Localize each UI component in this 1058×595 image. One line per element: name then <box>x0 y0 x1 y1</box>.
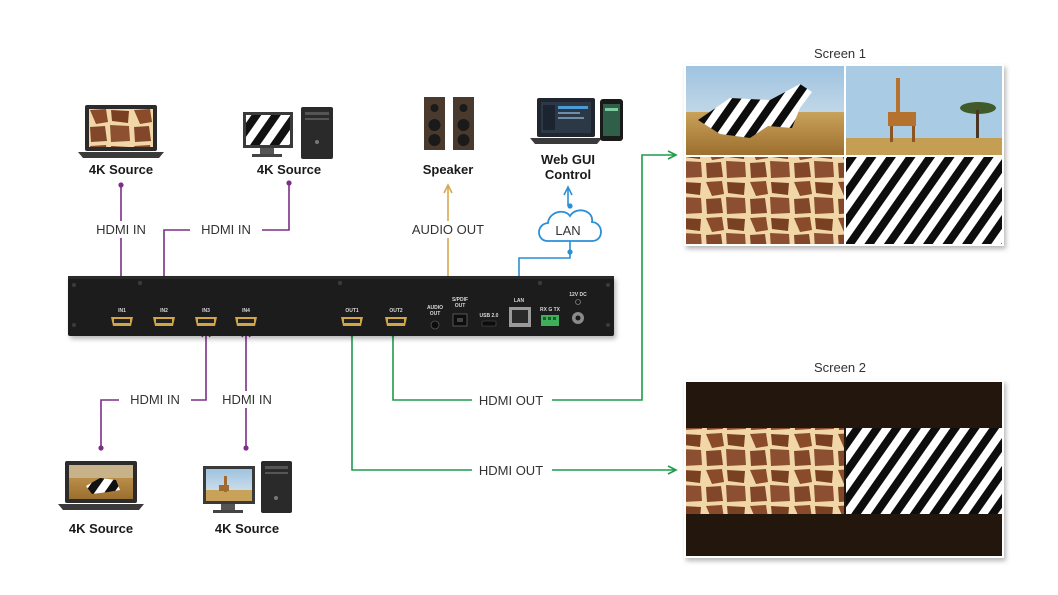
usb-port: USB 2.0 <box>480 313 499 327</box>
laptop-icon <box>78 105 164 158</box>
svg-text:OUT: OUT <box>455 303 466 309</box>
svg-text:HDMI IN: HDMI IN <box>130 392 180 407</box>
svg-text:IN2: IN2 <box>160 308 168 314</box>
matrix-device <box>68 276 614 336</box>
web-gui-devices-icon <box>530 98 623 144</box>
screen-2-giraffe-pattern <box>686 428 844 514</box>
screen-1-giraffe-pattern <box>686 157 844 244</box>
svg-text:AUDIO OUT: AUDIO OUT <box>412 222 484 237</box>
screen-1 <box>684 64 1004 246</box>
screen-title-2: Screen 2 <box>814 360 866 375</box>
hdmi-in-port-4: IN4 <box>235 308 257 326</box>
svg-text:OUT1: OUT1 <box>345 308 359 314</box>
svg-text:HDMI IN: HDMI IN <box>96 222 146 237</box>
svg-text:RX G TX: RX G TX <box>540 307 561 313</box>
svg-text:HDMI OUT: HDMI OUT <box>479 393 543 408</box>
hdmi-in-line-3 <box>98 327 211 451</box>
hdmi-out-label-2: HDMI OUT <box>472 462 552 479</box>
hdmi-in-port-2: IN2 <box>153 308 175 326</box>
web-gui-label-line1: Web GUI <box>541 152 595 167</box>
svg-text:OUT: OUT <box>430 311 441 317</box>
svg-text:OUT2: OUT2 <box>389 308 403 314</box>
screen-2-zebra-pattern <box>846 428 1002 514</box>
lan-port: LAN <box>509 298 531 327</box>
laptop-icon-zebra <box>58 461 144 510</box>
rs232-terminal: RX G TX <box>540 307 561 326</box>
screen-title-1: Screen 1 <box>814 46 866 61</box>
svg-text:12V DC: 12V DC <box>569 292 587 298</box>
desktop-pc-icon-giraffe <box>203 461 292 513</box>
hdmi-in-line-4 <box>241 327 251 451</box>
desktop-pc-icon <box>243 107 333 159</box>
hdmi-out-port-1: OUT1 <box>341 308 363 326</box>
screen-2 <box>684 380 1004 558</box>
svg-text:HDMI OUT: HDMI OUT <box>479 463 543 478</box>
web-gui-label-line2: Control <box>545 167 591 182</box>
source-label-1: 4K Source <box>89 162 153 177</box>
hdmi-in-label-2: HDMI IN <box>190 221 262 238</box>
screen-1-giraffe-photo <box>846 66 1002 155</box>
lan-cloud-label: LAN <box>555 223 580 238</box>
hdmi-in-label-1: HDMI IN <box>86 221 158 238</box>
speaker-icon <box>424 97 474 150</box>
svg-text:IN1: IN1 <box>118 308 126 314</box>
svg-text:IN3: IN3 <box>202 308 210 314</box>
audio-out-label: AUDIO OUT <box>406 221 490 238</box>
hdmi-out-line-1 <box>390 150 678 401</box>
hdmi-out-port-2: OUT2 <box>385 308 407 326</box>
source-label-4: 4K Source <box>215 521 279 536</box>
hdmi-in-label-3: HDMI IN <box>119 391 191 408</box>
spdif-out-port: S/PDIF OUT <box>452 297 468 327</box>
svg-text:LAN: LAN <box>514 298 525 304</box>
dc-power-jack: 12V DC <box>569 292 587 324</box>
svg-text:HDMI IN: HDMI IN <box>201 222 251 237</box>
hdmi-in-port-3: IN3 <box>195 308 217 326</box>
screen-1-zebra-pattern <box>846 157 1002 244</box>
source-label-3: 4K Source <box>69 521 133 536</box>
svg-text:USB 2.0: USB 2.0 <box>480 313 499 319</box>
hdmi-out-label-1: HDMI OUT <box>472 392 552 409</box>
hdmi-in-label-4: HDMI IN <box>211 391 283 408</box>
lan-cloud-icon: LAN <box>538 209 602 242</box>
svg-text:AUDIO: AUDIO <box>427 305 443 311</box>
source-label-2: 4K Source <box>257 162 321 177</box>
hdmi-in-port-1: IN1 <box>111 308 133 326</box>
svg-text:IN4: IN4 <box>242 308 250 314</box>
speaker-label: Speaker <box>423 162 474 177</box>
svg-text:S/PDIF: S/PDIF <box>452 297 468 303</box>
svg-text:HDMI IN: HDMI IN <box>222 392 272 407</box>
audio-out-jack: AUDIO OUT <box>427 305 443 330</box>
screen-1-zebra-photo <box>686 66 844 155</box>
